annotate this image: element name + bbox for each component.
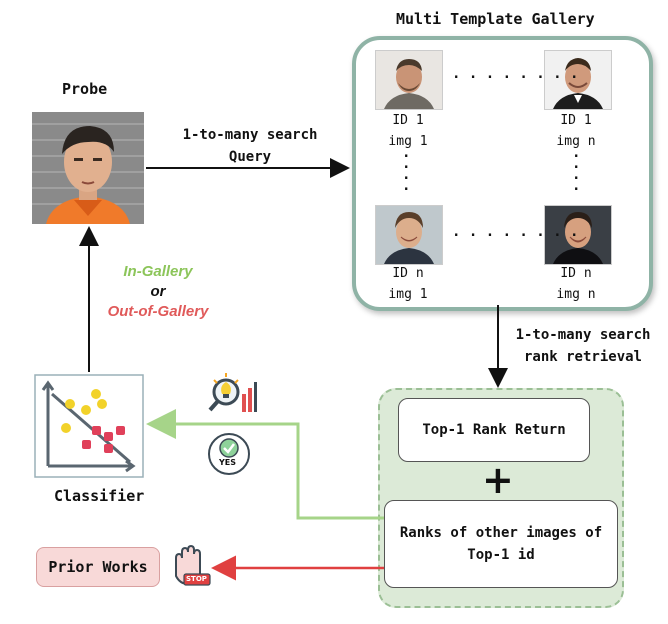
yes-arrow — [146, 409, 384, 520]
probe-title: Probe — [62, 80, 108, 98]
ranks-line2: Top-1 id — [467, 547, 535, 563]
prior-works-label: Prior Works — [48, 558, 148, 576]
face-bottom-left — [375, 205, 443, 265]
probe-image — [32, 112, 144, 224]
id-top-left-img: img 1 — [388, 134, 428, 149]
id-top-right: ID 1 img n — [541, 110, 611, 152]
retrieval-label: 1-to-many search rank retrieval — [498, 324, 668, 368]
top1-label: Top-1 Rank Return — [422, 422, 566, 438]
id-bottom-left: ID n img 1 — [373, 263, 443, 305]
yes-badge-icon — [206, 432, 252, 476]
h-ellipsis-top: . . . . . . . . — [452, 66, 579, 82]
retrieval-line1: 1-to-many search — [515, 327, 651, 343]
v-ellipsis-right: . . . . — [572, 145, 581, 194]
id-bottom-right: ID n img n — [541, 263, 611, 305]
gallery-title: Multi Template Gallery — [396, 10, 595, 28]
face-bottom-right — [544, 205, 612, 265]
face-top-right — [544, 50, 612, 110]
id-bottom-right-id: ID n — [560, 266, 592, 281]
retrieval-line2: rank retrieval — [523, 349, 642, 365]
yes-badge-text: YES — [219, 458, 237, 467]
id-top-left: ID 1 img 1 — [373, 110, 443, 152]
decision-label: In-Gallery or Out-of-Gallery — [88, 262, 228, 322]
classifier-icon — [34, 374, 144, 478]
id-top-left-id: ID 1 — [392, 113, 424, 128]
analysis-icon — [206, 370, 258, 416]
id-top-right-img: img n — [556, 134, 596, 149]
v-ellipsis-left: . . . . — [402, 145, 411, 194]
query-label: 1-to-many search Query — [160, 124, 340, 168]
id-top-right-id: ID 1 — [560, 113, 592, 128]
or-text: or — [150, 283, 166, 300]
top1-box: Top-1 Rank Return — [398, 398, 590, 462]
query-line1: 1-to-many search — [182, 127, 318, 143]
stop-hand-icon — [168, 544, 212, 588]
id-bottom-right-img: img n — [556, 287, 596, 302]
classifier-label: Classifier — [54, 487, 145, 505]
plus-sign: + — [482, 458, 514, 502]
out-of-gallery-text: Out-of-Gallery — [107, 303, 209, 320]
query-line2: Query — [228, 149, 272, 165]
ranks-line1: Ranks of other images of — [399, 525, 603, 541]
prior-works-box: Prior Works — [36, 547, 160, 587]
in-gallery-text: In-Gallery — [123, 263, 193, 280]
stop-badge-text: STOP — [186, 575, 207, 583]
h-ellipsis-bottom: . . . . . . . . — [452, 224, 579, 240]
id-bottom-left-id: ID n — [392, 266, 424, 281]
face-top-left — [375, 50, 443, 110]
id-bottom-left-img: img 1 — [388, 287, 428, 302]
ranks-box: Ranks of other images of Top-1 id — [384, 500, 618, 588]
